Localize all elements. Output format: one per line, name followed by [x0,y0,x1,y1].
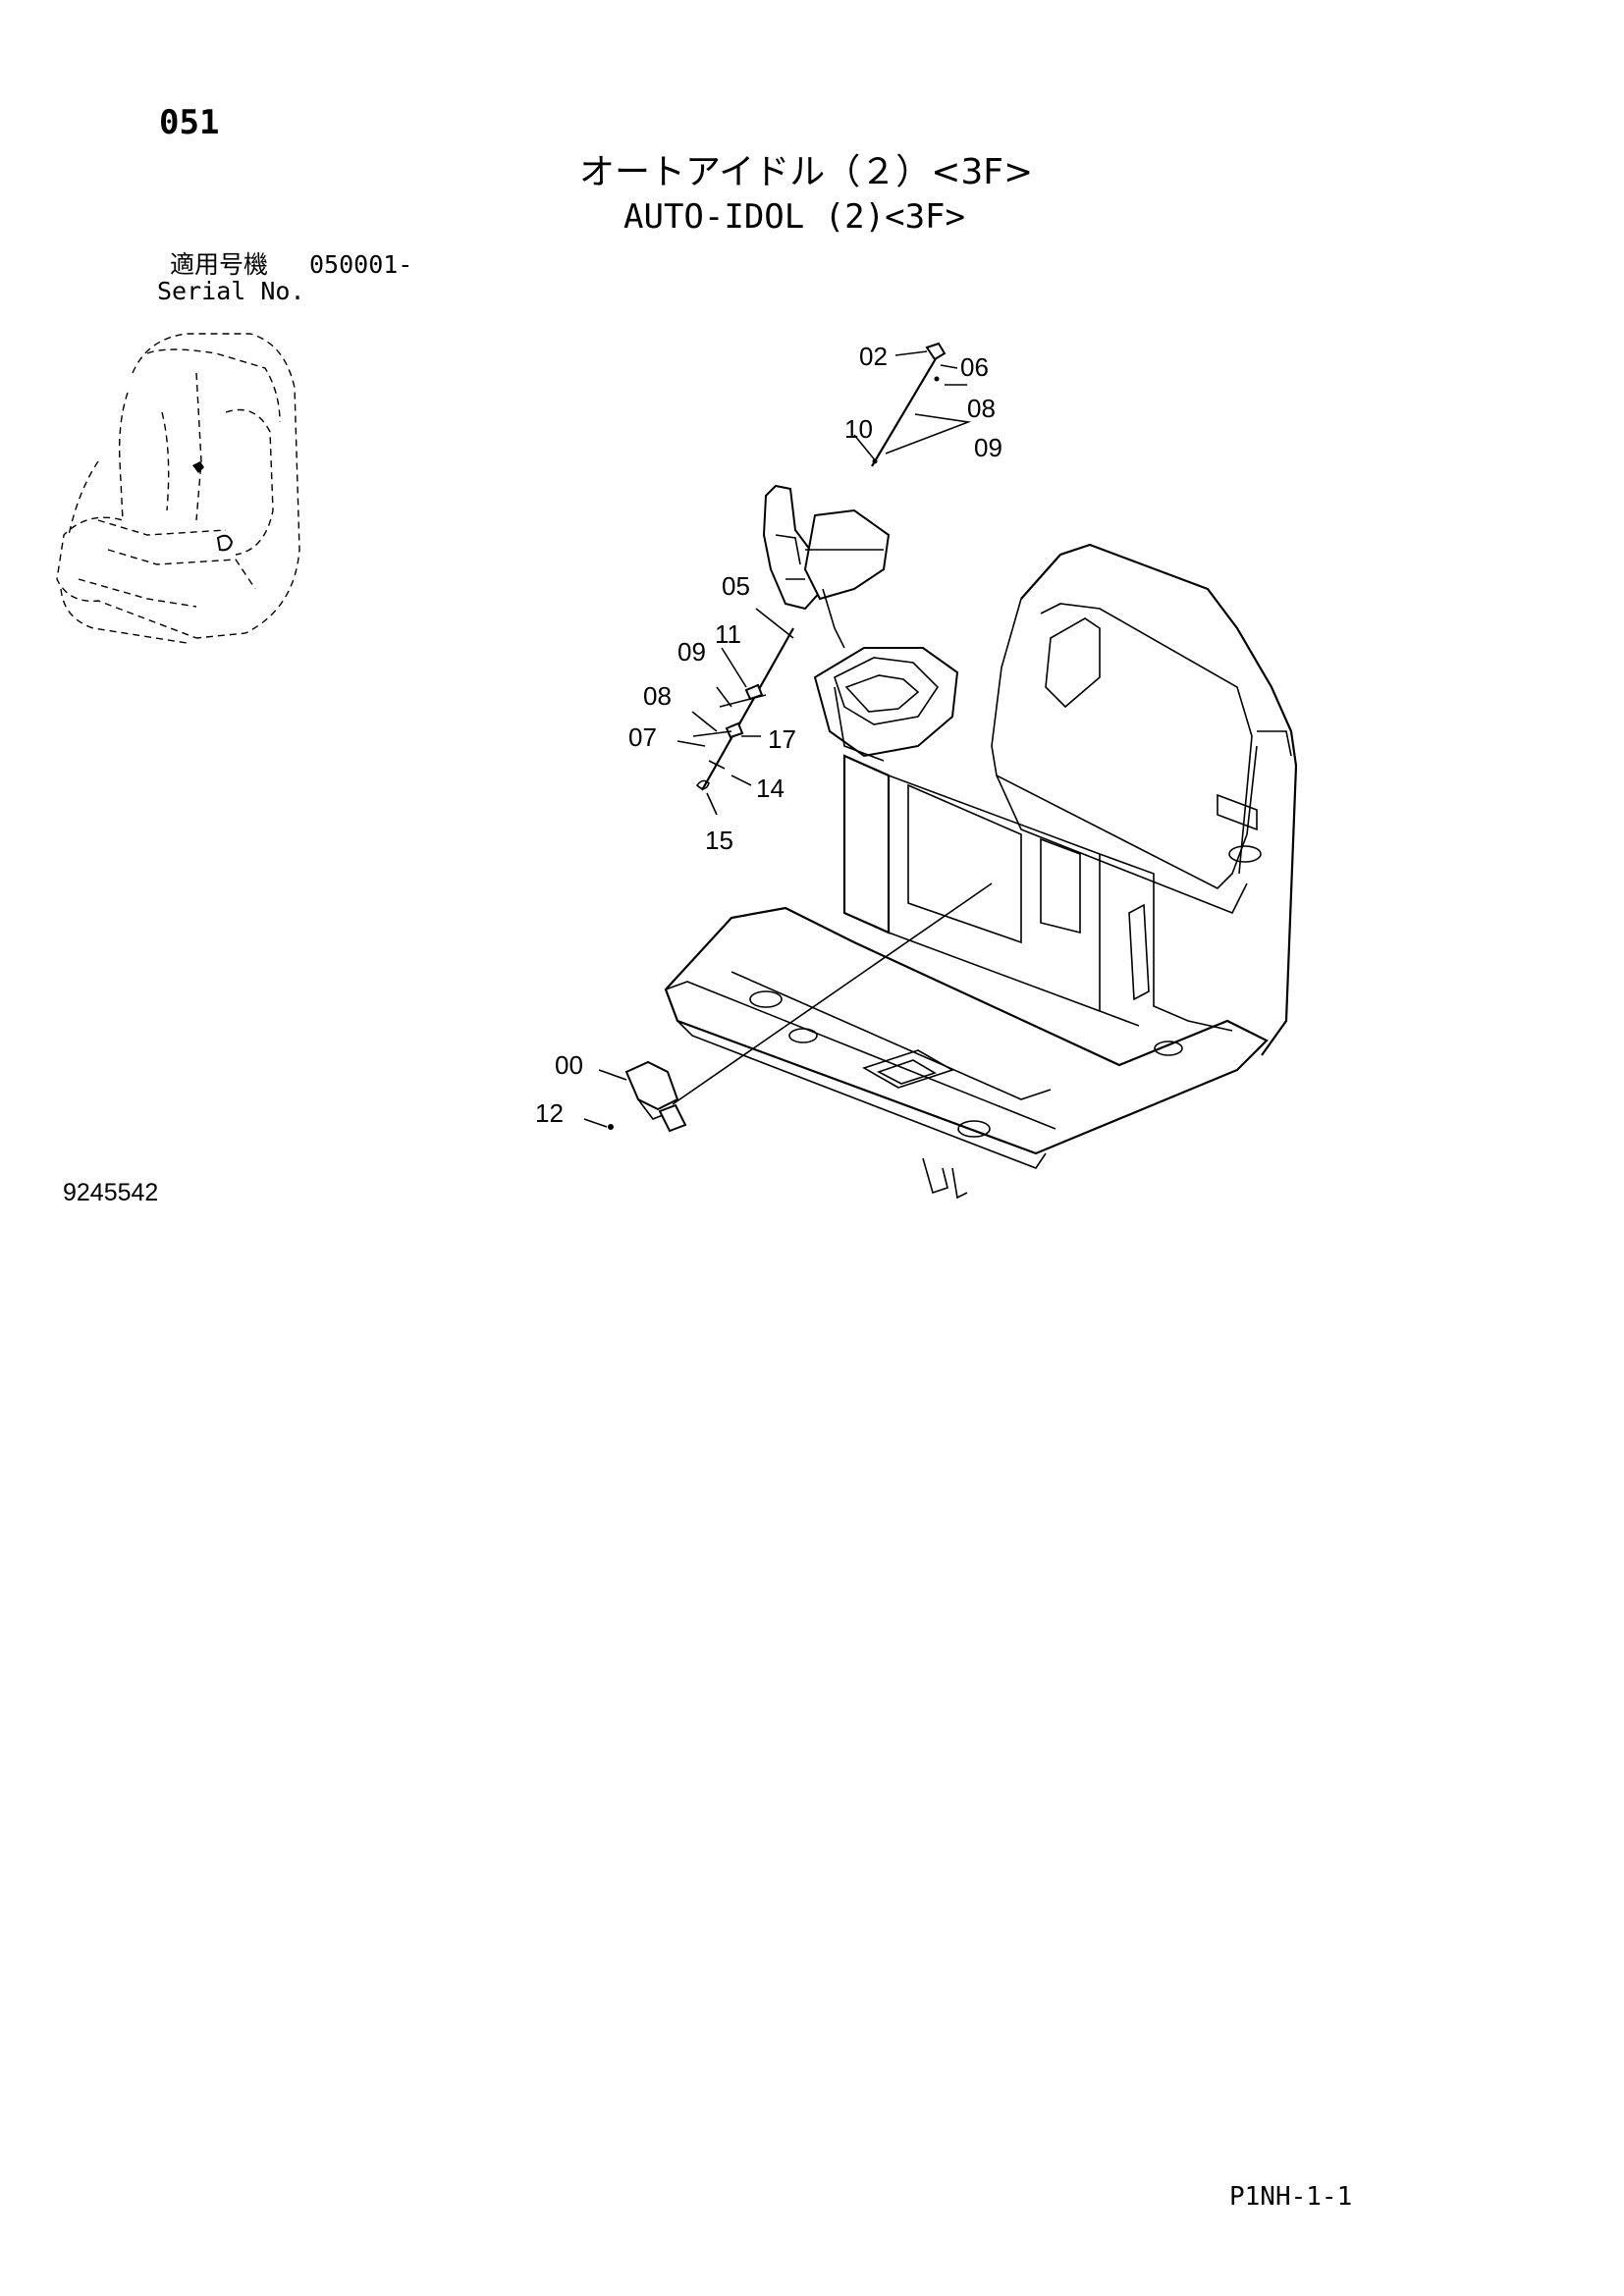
page-number: 051 [159,103,220,142]
page-title-english: AUTO-IDOL (2)<3F> [623,197,965,237]
callout-02: 02 [859,342,888,371]
callout-10: 10 [844,414,873,444]
cab-floor-assembly [664,484,1298,1200]
callout-09: 09 [974,433,1002,462]
harness-lower [701,627,794,791]
part-15-clamp [695,779,710,790]
callout-08: 08 [967,394,996,423]
part-12-bolt [608,1124,614,1130]
part-11-clip [744,683,764,701]
drawing-number: 9245542 [63,1179,159,1206]
callout-08-lower: 08 [643,681,672,711]
callout-15: 15 [705,826,733,855]
part-02-connector [925,342,947,361]
callout-17: 17 [768,724,796,754]
serial-number-value: 050001- [309,250,413,279]
locator-marker-lower [216,534,234,552]
part-17-clip [725,721,744,739]
part-00-relay [624,1060,679,1111]
callout-11: 11 [715,619,741,649]
harness-parts [583,342,993,1133]
serial-label-japanese: 適用号機 [170,250,269,279]
callout-09-lower: 09 [677,637,706,667]
cab-locator-thumbnail [56,333,300,644]
callout-14: 14 [756,774,785,803]
page-title-japanese: オートアイドル（２）<3F> [579,152,1034,192]
callout-07: 07 [628,722,657,752]
locator-marker-upper [192,461,204,473]
callout-12: 12 [535,1098,564,1128]
callout-labels: 02 06 08 10 09 05 11 09 08 07 17 14 15 0… [535,342,1002,1128]
callout-00: 00 [555,1050,583,1080]
callout-06: 06 [960,352,989,382]
page-code: P1NH-1-1 [1229,2182,1353,2212]
callout-05: 05 [722,571,750,601]
part-14-tie [708,760,726,770]
harness-upper [871,354,939,467]
serial-label-english: Serial No. [157,277,305,305]
